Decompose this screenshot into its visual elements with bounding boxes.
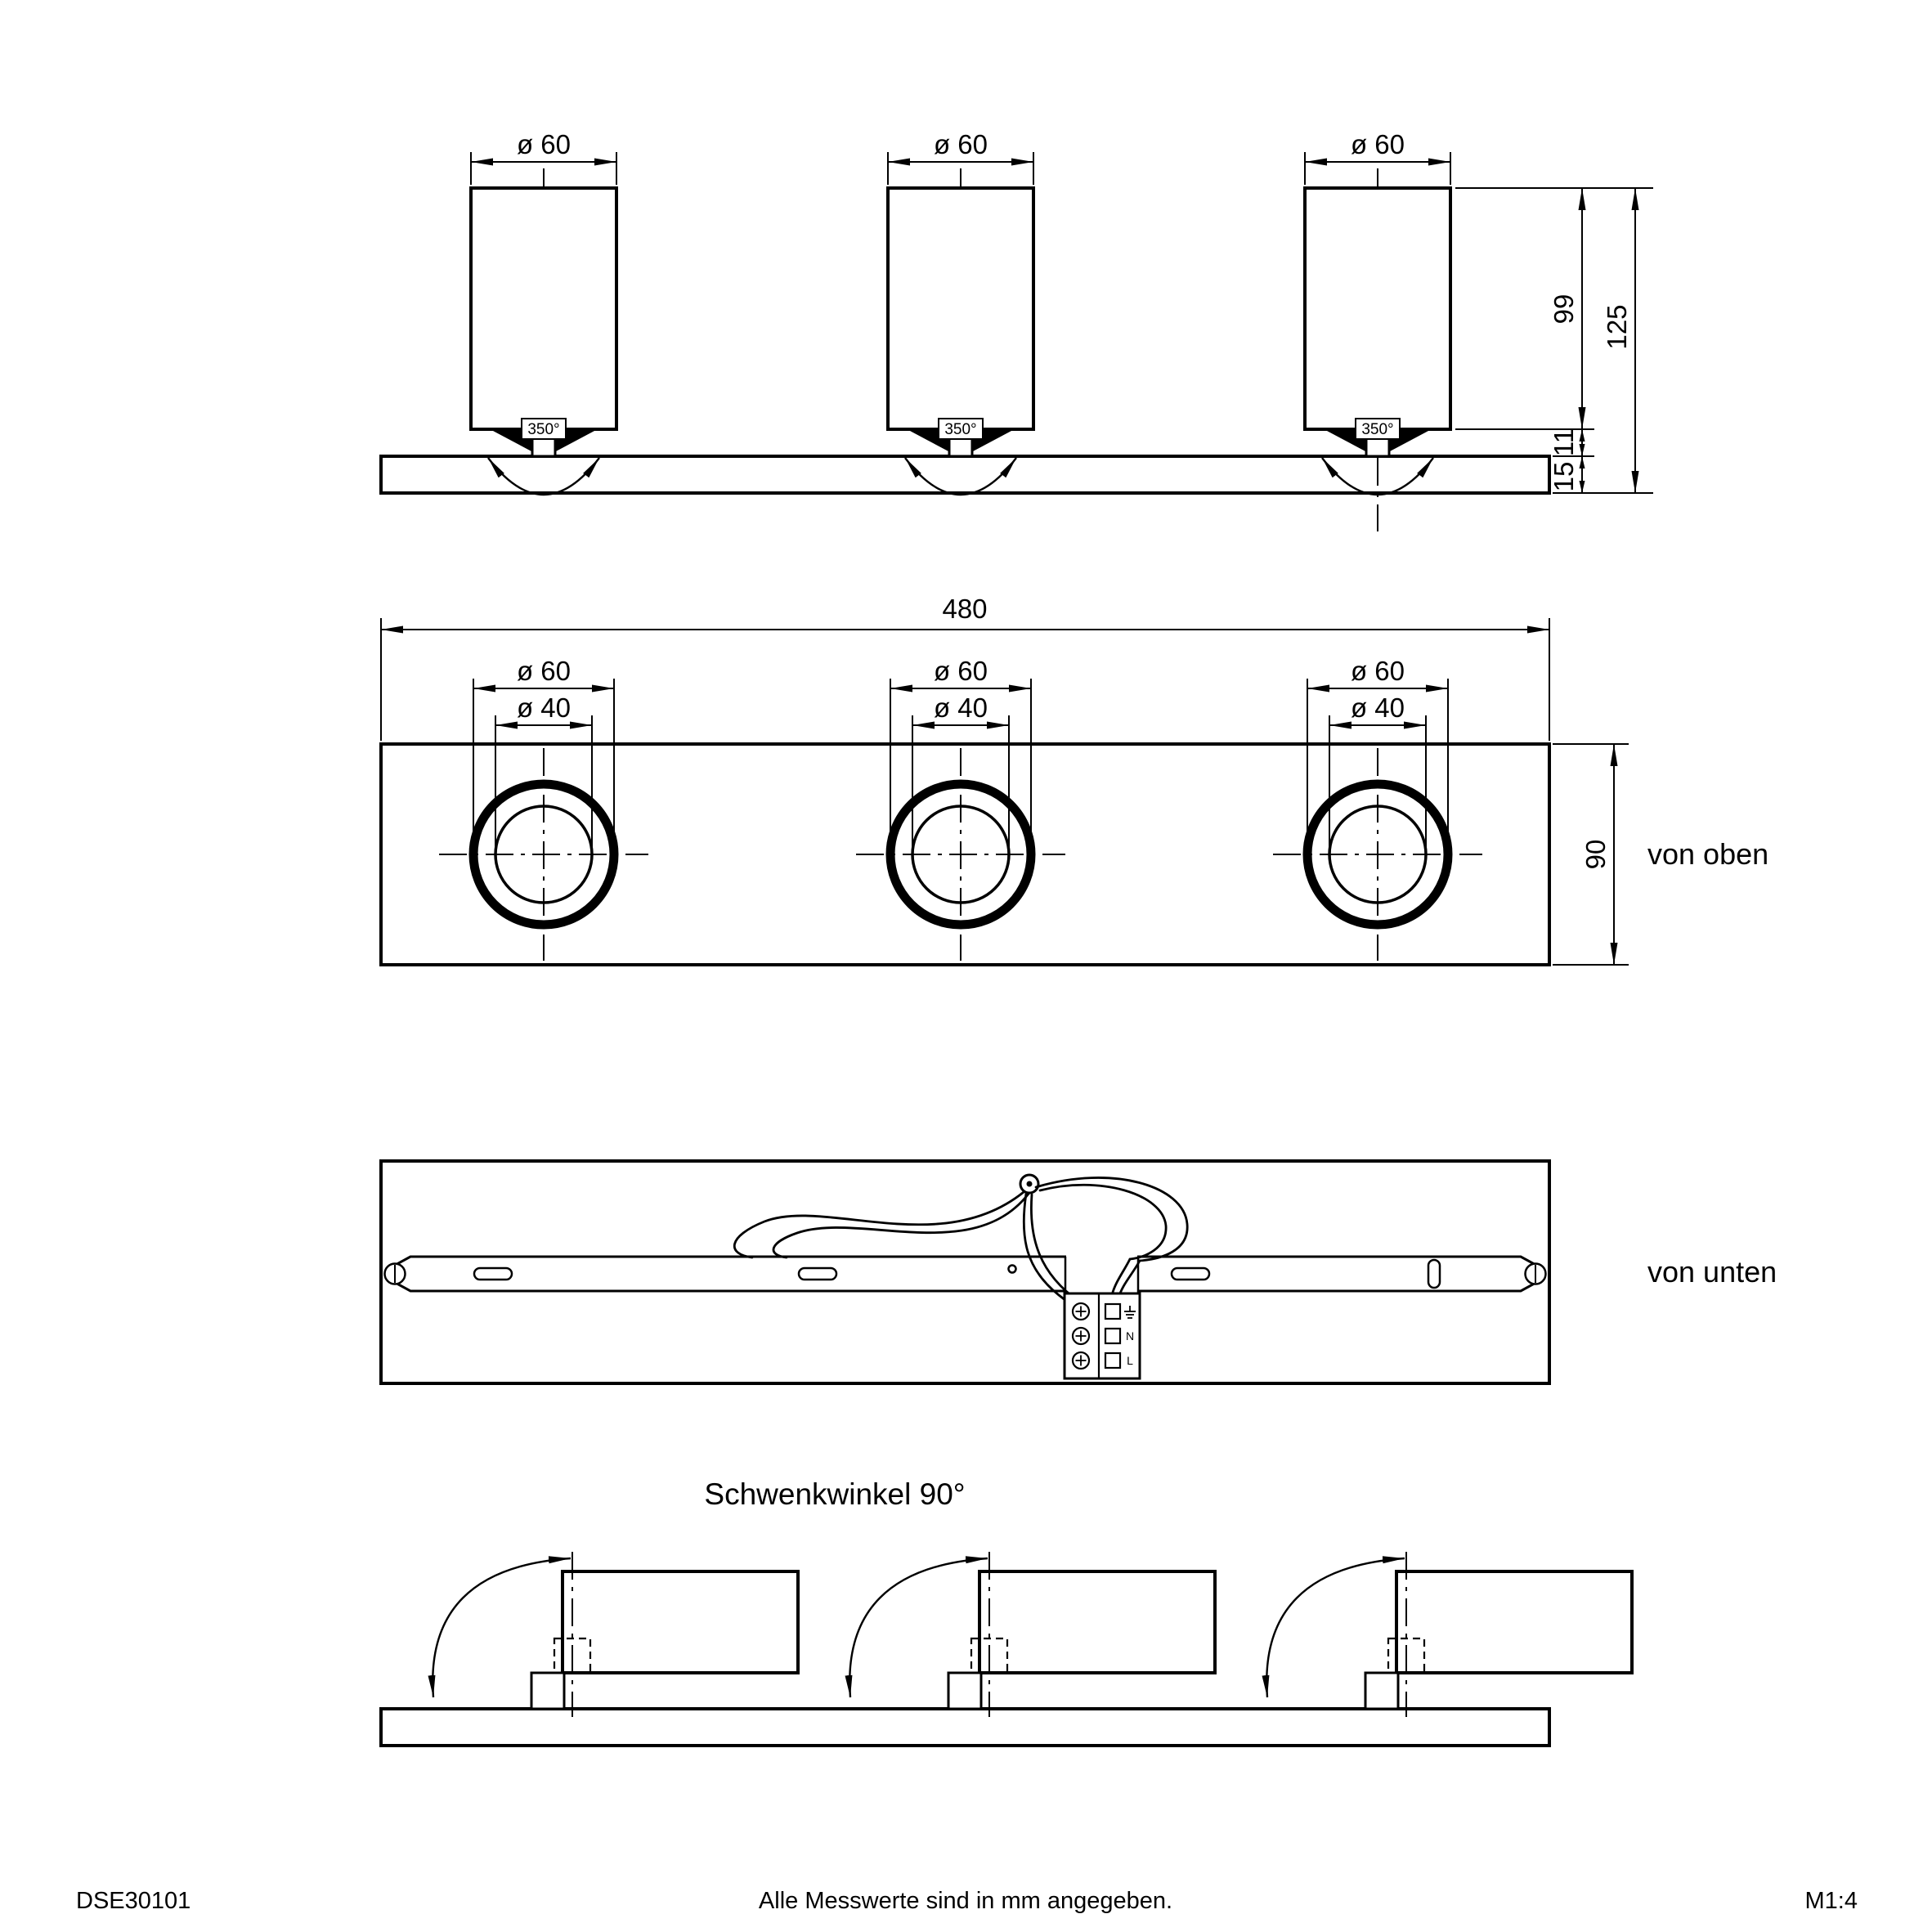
- spot-body: [469, 186, 618, 431]
- drawing-number: DSE30101: [76, 1888, 191, 1914]
- end-screw-left: [383, 1262, 406, 1285]
- swivel-title: Schwenkwinkel 90°: [704, 1477, 965, 1511]
- dim-label-base-thickness: 15: [1549, 462, 1579, 492]
- spot-diameter-label: ø 60: [934, 129, 988, 159]
- rotation-label-box: [938, 418, 984, 440]
- dim-label-joint-height: 11: [1549, 428, 1579, 456]
- inner-diameter-label: ø 40: [934, 693, 988, 723]
- spot-diameter-label: ø 60: [517, 129, 571, 159]
- spot-body-tilted: [561, 1570, 800, 1674]
- mounting-slot: [1170, 1266, 1211, 1281]
- swivel-arc: [845, 1556, 988, 1698]
- wire: [1110, 1257, 1132, 1297]
- wire: [1034, 1177, 1189, 1262]
- bottom-view-caption: von unten: [1647, 1255, 1777, 1289]
- mounting-rail: [391, 1255, 1540, 1293]
- rotation-angle-label: 350°: [527, 421, 559, 438]
- mounting-hole: [1007, 1264, 1017, 1274]
- spot-swivel: [845, 1552, 1217, 1717]
- swivel-view: Schwenkwinkel 90°: [379, 1477, 1634, 1747]
- spot-diameter-label: ø 60: [1351, 129, 1405, 159]
- end-screw-right: [1524, 1262, 1547, 1285]
- outer-diameter-label: ø 60: [934, 656, 988, 686]
- top-view-caption: von oben: [1647, 837, 1768, 871]
- footer-note: Alle Messwerte sind in mm angegeben.: [759, 1888, 1172, 1914]
- terminal-label-neutral: N: [1126, 1329, 1134, 1343]
- front-view: 350° ø 60 350° ø 60: [379, 129, 1653, 531]
- mounting-slot: [797, 1266, 838, 1281]
- spot-top: ø 60 ø 40: [856, 656, 1065, 961]
- inner-diameter-label: ø 40: [1351, 693, 1405, 723]
- cable-channel-gap: [1066, 1254, 1137, 1295]
- rotation-angle-label: 350°: [944, 421, 976, 438]
- wire: [733, 1190, 1025, 1259]
- front-dimensions: 99 125 11 15: [1455, 187, 1653, 494]
- spot-body: [1303, 186, 1452, 431]
- footer: DSE30101 Alle Messwerte sind in mm angeg…: [76, 1888, 1858, 1914]
- pivot-block: [1364, 1671, 1400, 1710]
- rotation-label-box: [521, 418, 567, 440]
- rotation-arc: [487, 457, 600, 496]
- outer-diameter-label: ø 60: [1351, 656, 1405, 686]
- cable-grommet-center: [1026, 1181, 1033, 1187]
- spot-body-tilted: [978, 1570, 1217, 1674]
- rotation-arc: [904, 457, 1017, 496]
- mounting-slot: [473, 1266, 513, 1281]
- swivel-arc: [428, 1556, 572, 1698]
- dim-label-base-depth: 90: [1580, 840, 1611, 870]
- spot-body: [886, 186, 1035, 431]
- rotation-label-box: [1355, 418, 1401, 440]
- pivot-block: [947, 1671, 983, 1710]
- scale-label: M1:4: [1805, 1888, 1858, 1914]
- spot-front: 350° ø 60: [886, 129, 1035, 496]
- spot-top: ø 60 ø 40: [1273, 656, 1482, 961]
- base-bar: [379, 1707, 1551, 1747]
- terminal-port: [1104, 1352, 1122, 1369]
- rotation-arc: [1321, 457, 1434, 496]
- dim-label-base-length: 480: [942, 594, 987, 624]
- spot-front: 350° ø 60: [1303, 129, 1452, 531]
- inner-diameter-label: ø 40: [517, 693, 571, 723]
- terminal-port: [1104, 1302, 1122, 1320]
- dim-label-spot-height: 99: [1549, 294, 1579, 325]
- pivot-block: [530, 1671, 566, 1710]
- terminal-block: N L: [1063, 1292, 1141, 1380]
- spot-swivel: [428, 1552, 800, 1717]
- wire: [772, 1192, 1030, 1259]
- terminal-port: [1104, 1327, 1122, 1345]
- base-bar: [379, 455, 1551, 495]
- spot-front: 350° ø 60: [469, 129, 618, 496]
- wire: [1038, 1183, 1168, 1261]
- top-view: 480 ø 60 ø 40 ø 60: [379, 594, 1768, 966]
- spot-body-tilted: [1395, 1570, 1634, 1674]
- spot-swivel: [1262, 1552, 1634, 1717]
- earth-terminal-icon: [1124, 1306, 1136, 1319]
- mounting-slot-vertical: [1427, 1258, 1441, 1289]
- swivel-arc: [1262, 1556, 1405, 1698]
- outer-diameter-label: ø 60: [517, 656, 571, 686]
- spot-top: ø 60 ø 40: [439, 656, 648, 961]
- dim-label-total-height: 125: [1602, 304, 1632, 349]
- rotation-angle-label: 350°: [1361, 421, 1393, 438]
- bottom-view: N L von unten: [379, 1159, 1777, 1385]
- terminal-label-live: L: [1127, 1354, 1133, 1367]
